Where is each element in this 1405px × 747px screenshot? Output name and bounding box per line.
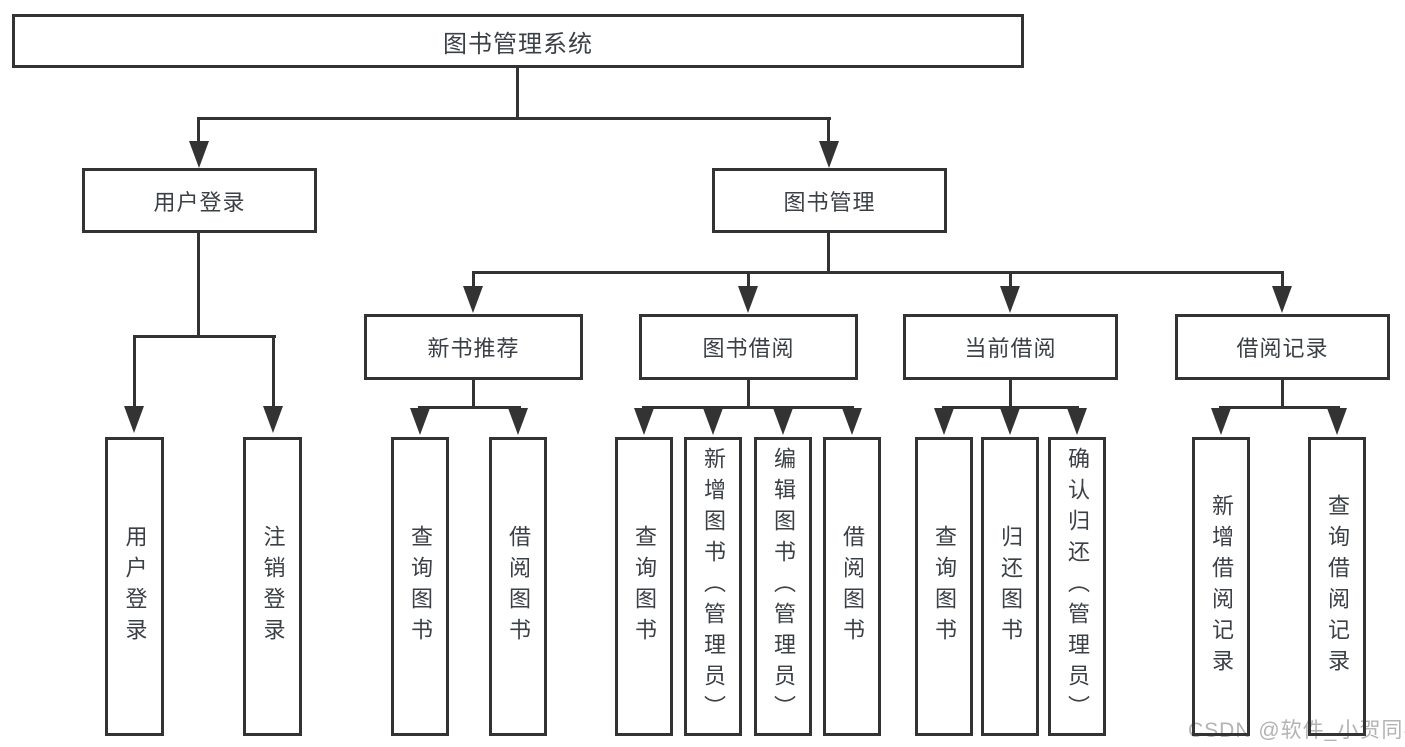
leaf-add-books-admin: 新增图书（管理员）	[684, 437, 742, 736]
connector-level3-split	[472, 271, 1283, 274]
arrow-down-icon	[819, 141, 839, 168]
leaf-logout: 注销登录	[243, 437, 302, 736]
arrow-down-icon	[1327, 408, 1347, 435]
arrow-down-icon	[773, 408, 793, 435]
leaf-confirm-return-admin: 确认归还（管理员）	[1048, 437, 1106, 736]
connector-stub-current-borrow	[1009, 271, 1012, 287]
connector-stub-borrow-records	[1281, 271, 1284, 287]
arrow-down-icon	[1067, 408, 1087, 435]
connector-stub-new-book	[472, 271, 475, 287]
leaf-edit-books-admin: 编辑图书（管理员）	[754, 437, 812, 736]
node-book-borrow: 图书借阅	[639, 314, 858, 380]
leaf-add-borrow-record: 新增借阅记录	[1192, 437, 1250, 736]
leaf-query-borrow-record: 查询借阅记录	[1308, 437, 1366, 736]
node-new-book-rec: 新书推荐	[364, 314, 583, 380]
connector-book-mgmt-stub	[827, 233, 830, 273]
leaf-user-login: 用户登录	[105, 437, 164, 736]
connector-new-book-split	[418, 406, 521, 409]
connector-current-borrow-stub	[1009, 380, 1012, 408]
leaf-current-query-books: 查询图书	[915, 437, 973, 736]
arrow-down-icon	[1000, 286, 1020, 313]
leaf-borrow-books: 借阅图书	[823, 437, 881, 736]
connector-level2-split	[197, 117, 831, 120]
connector-current-borrow-split	[942, 406, 1079, 409]
node-borrow-records: 借阅记录	[1175, 314, 1390, 380]
connector-user-login-stub	[197, 233, 200, 337]
arrow-down-icon	[189, 141, 209, 168]
leaf-newbook-borrow-books: 借阅图书	[489, 437, 547, 736]
connector-borrow-records-stub	[1281, 380, 1284, 408]
arrow-down-icon	[263, 406, 283, 433]
connector-book-borrow-stub	[747, 380, 750, 408]
node-root: 图书管理系统	[12, 14, 1024, 68]
arrow-down-icon	[842, 408, 862, 435]
arrow-down-icon	[934, 408, 954, 435]
connector-book-borrow-split	[642, 406, 854, 409]
connector-stub-leaf-logout	[272, 335, 275, 407]
arrow-down-icon	[738, 286, 758, 313]
connector-stub-book-mgmt	[827, 117, 830, 143]
node-user-login: 用户登录	[82, 168, 317, 233]
arrow-down-icon	[410, 408, 430, 435]
leaf-return-books: 归还图书	[981, 437, 1039, 736]
arrow-down-icon	[1000, 408, 1020, 435]
connector-borrow-records-split	[1219, 406, 1340, 409]
node-book-mgmt: 图书管理	[712, 168, 947, 233]
arrow-down-icon	[124, 406, 144, 433]
connector-root-trunk	[516, 68, 519, 120]
connector-new-book-stub	[472, 380, 475, 408]
leaf-newbook-query-books: 查询图书	[391, 437, 449, 736]
connector-stub-leaf-login	[133, 335, 136, 407]
csdn-watermark: CSDN @软件_小贺同学	[1188, 719, 1405, 742]
leaf-borrow-query-books: 查询图书	[615, 437, 673, 736]
connector-stub-user-login	[197, 117, 200, 143]
arrow-down-icon	[1211, 408, 1231, 435]
node-current-borrow: 当前借阅	[903, 314, 1118, 380]
arrow-down-icon	[1272, 286, 1292, 313]
arrow-down-icon	[703, 408, 723, 435]
connector-stub-book-borrow	[747, 271, 750, 287]
arrow-down-icon	[463, 286, 483, 313]
arrow-down-icon	[508, 408, 528, 435]
arrow-down-icon	[634, 408, 654, 435]
connector-user-login-split	[133, 335, 276, 338]
